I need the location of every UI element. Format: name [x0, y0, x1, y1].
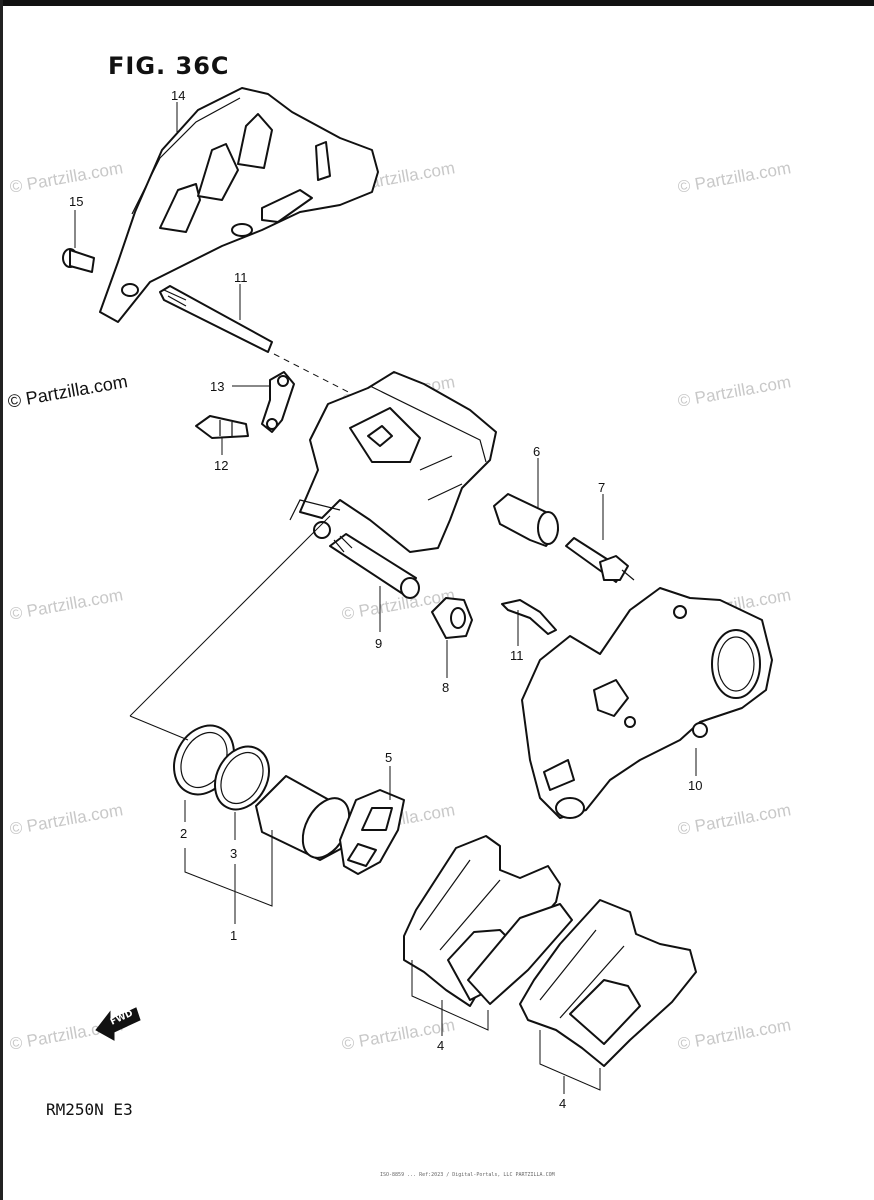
- scan-border-top: [0, 0, 874, 6]
- callout-10: 10: [688, 778, 702, 793]
- callout-13: 12: [214, 458, 228, 473]
- part-9-slide-pin: [329, 533, 420, 599]
- part-3-dust-seal: [214, 745, 270, 811]
- part-4-pad-backing: [467, 903, 573, 1005]
- callout-3: 3: [230, 846, 237, 861]
- footer-text: ISO-8859 ... Ref:2023 / Digital-Portals,…: [380, 1172, 555, 1178]
- callout-16: 15: [69, 194, 83, 209]
- callout-8: 8: [442, 680, 449, 695]
- callout-15: 14: [171, 88, 185, 103]
- part-14-bracket-plate: [261, 371, 295, 433]
- model-code: RM250N E3: [46, 1100, 133, 1119]
- fwd-arrow-icon: FWD: [95, 1007, 141, 1041]
- callout-12: 11: [234, 270, 248, 285]
- part-16-bolt: [62, 248, 95, 273]
- part-8-boot: [431, 597, 473, 639]
- callout-7: 7: [598, 480, 605, 495]
- callout-6: 6: [533, 444, 540, 459]
- part-12-pin: [159, 285, 273, 353]
- part-10-caliper-bracket: [521, 587, 773, 819]
- part-5-shim: [339, 789, 405, 875]
- part-4-brake-pad-rear: [519, 899, 697, 1067]
- part-15-caliper-guard: [99, 87, 379, 323]
- part-7-bolt: [565, 537, 635, 583]
- caliper-body: [289, 371, 497, 553]
- callout-11: 11: [510, 648, 524, 663]
- callout-1: 1: [230, 928, 237, 943]
- figure-title: FIG. 36C: [108, 52, 230, 80]
- callout-9: 9: [375, 636, 382, 651]
- callout-2: 2: [180, 826, 187, 841]
- callout-4: 4: [437, 1038, 444, 1053]
- callout-14: 13: [210, 379, 224, 394]
- scan-border-left: [0, 0, 3, 1200]
- part-11-spring-clip: [501, 599, 557, 635]
- callout-4: 4: [559, 1096, 566, 1111]
- part-13-bleeder-valve: [195, 415, 249, 439]
- callout-5: 5: [385, 750, 392, 765]
- part-6-sleeve: [493, 493, 559, 547]
